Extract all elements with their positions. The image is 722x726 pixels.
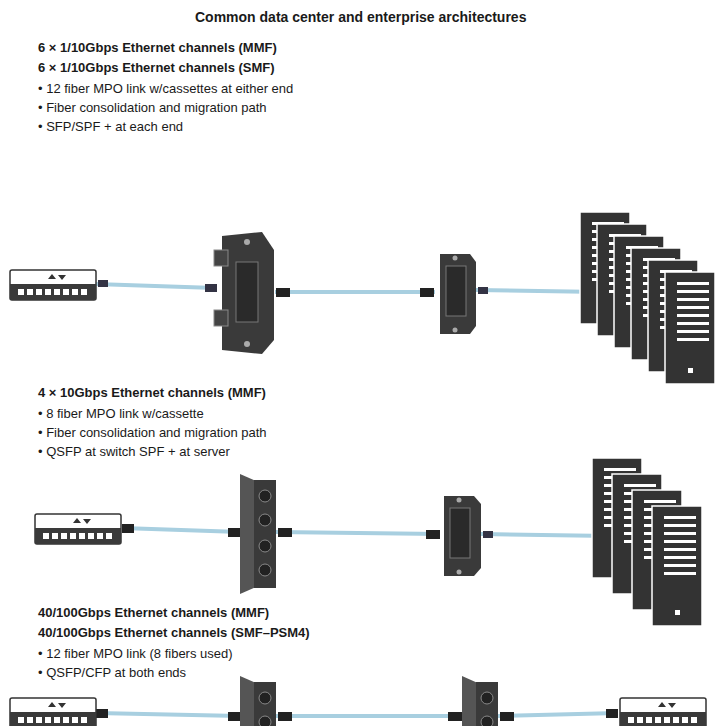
bullet-text: • SFP/SPF + at each end: [38, 119, 183, 135]
section-heading: 40/100Gbps Ethernet channels (MMF): [38, 605, 269, 621]
bullet-text: • QSFP at switch SPF + at server: [38, 444, 230, 460]
section-heading: 4 × 10Gbps Ethernet channels (MMF): [38, 385, 266, 401]
bullet-text: • Fiber consolidation and migration path: [38, 100, 267, 116]
diagram-title: Common data center and enterprise archit…: [195, 9, 526, 25]
bullet-text: • Fiber consolidation and migration path: [38, 425, 267, 441]
section-heading: 6 × 1/10Gbps Ethernet channels (MMF): [38, 40, 277, 56]
bullet-text: • 12 fiber MPO link (8 fibers used): [38, 646, 233, 662]
section-heading: 6 × 1/10Gbps Ethernet channels (SMF): [38, 60, 275, 76]
section-heading: 40/100Gbps Ethernet channels (SMF–PSM4): [38, 625, 310, 641]
bullet-text: • QSFP/CFP at both ends: [38, 665, 186, 681]
bullet-text: • 8 fiber MPO link w/cassette: [38, 406, 204, 422]
bullet-text: • 12 fiber MPO link w/cassettes at eithe…: [38, 81, 293, 97]
